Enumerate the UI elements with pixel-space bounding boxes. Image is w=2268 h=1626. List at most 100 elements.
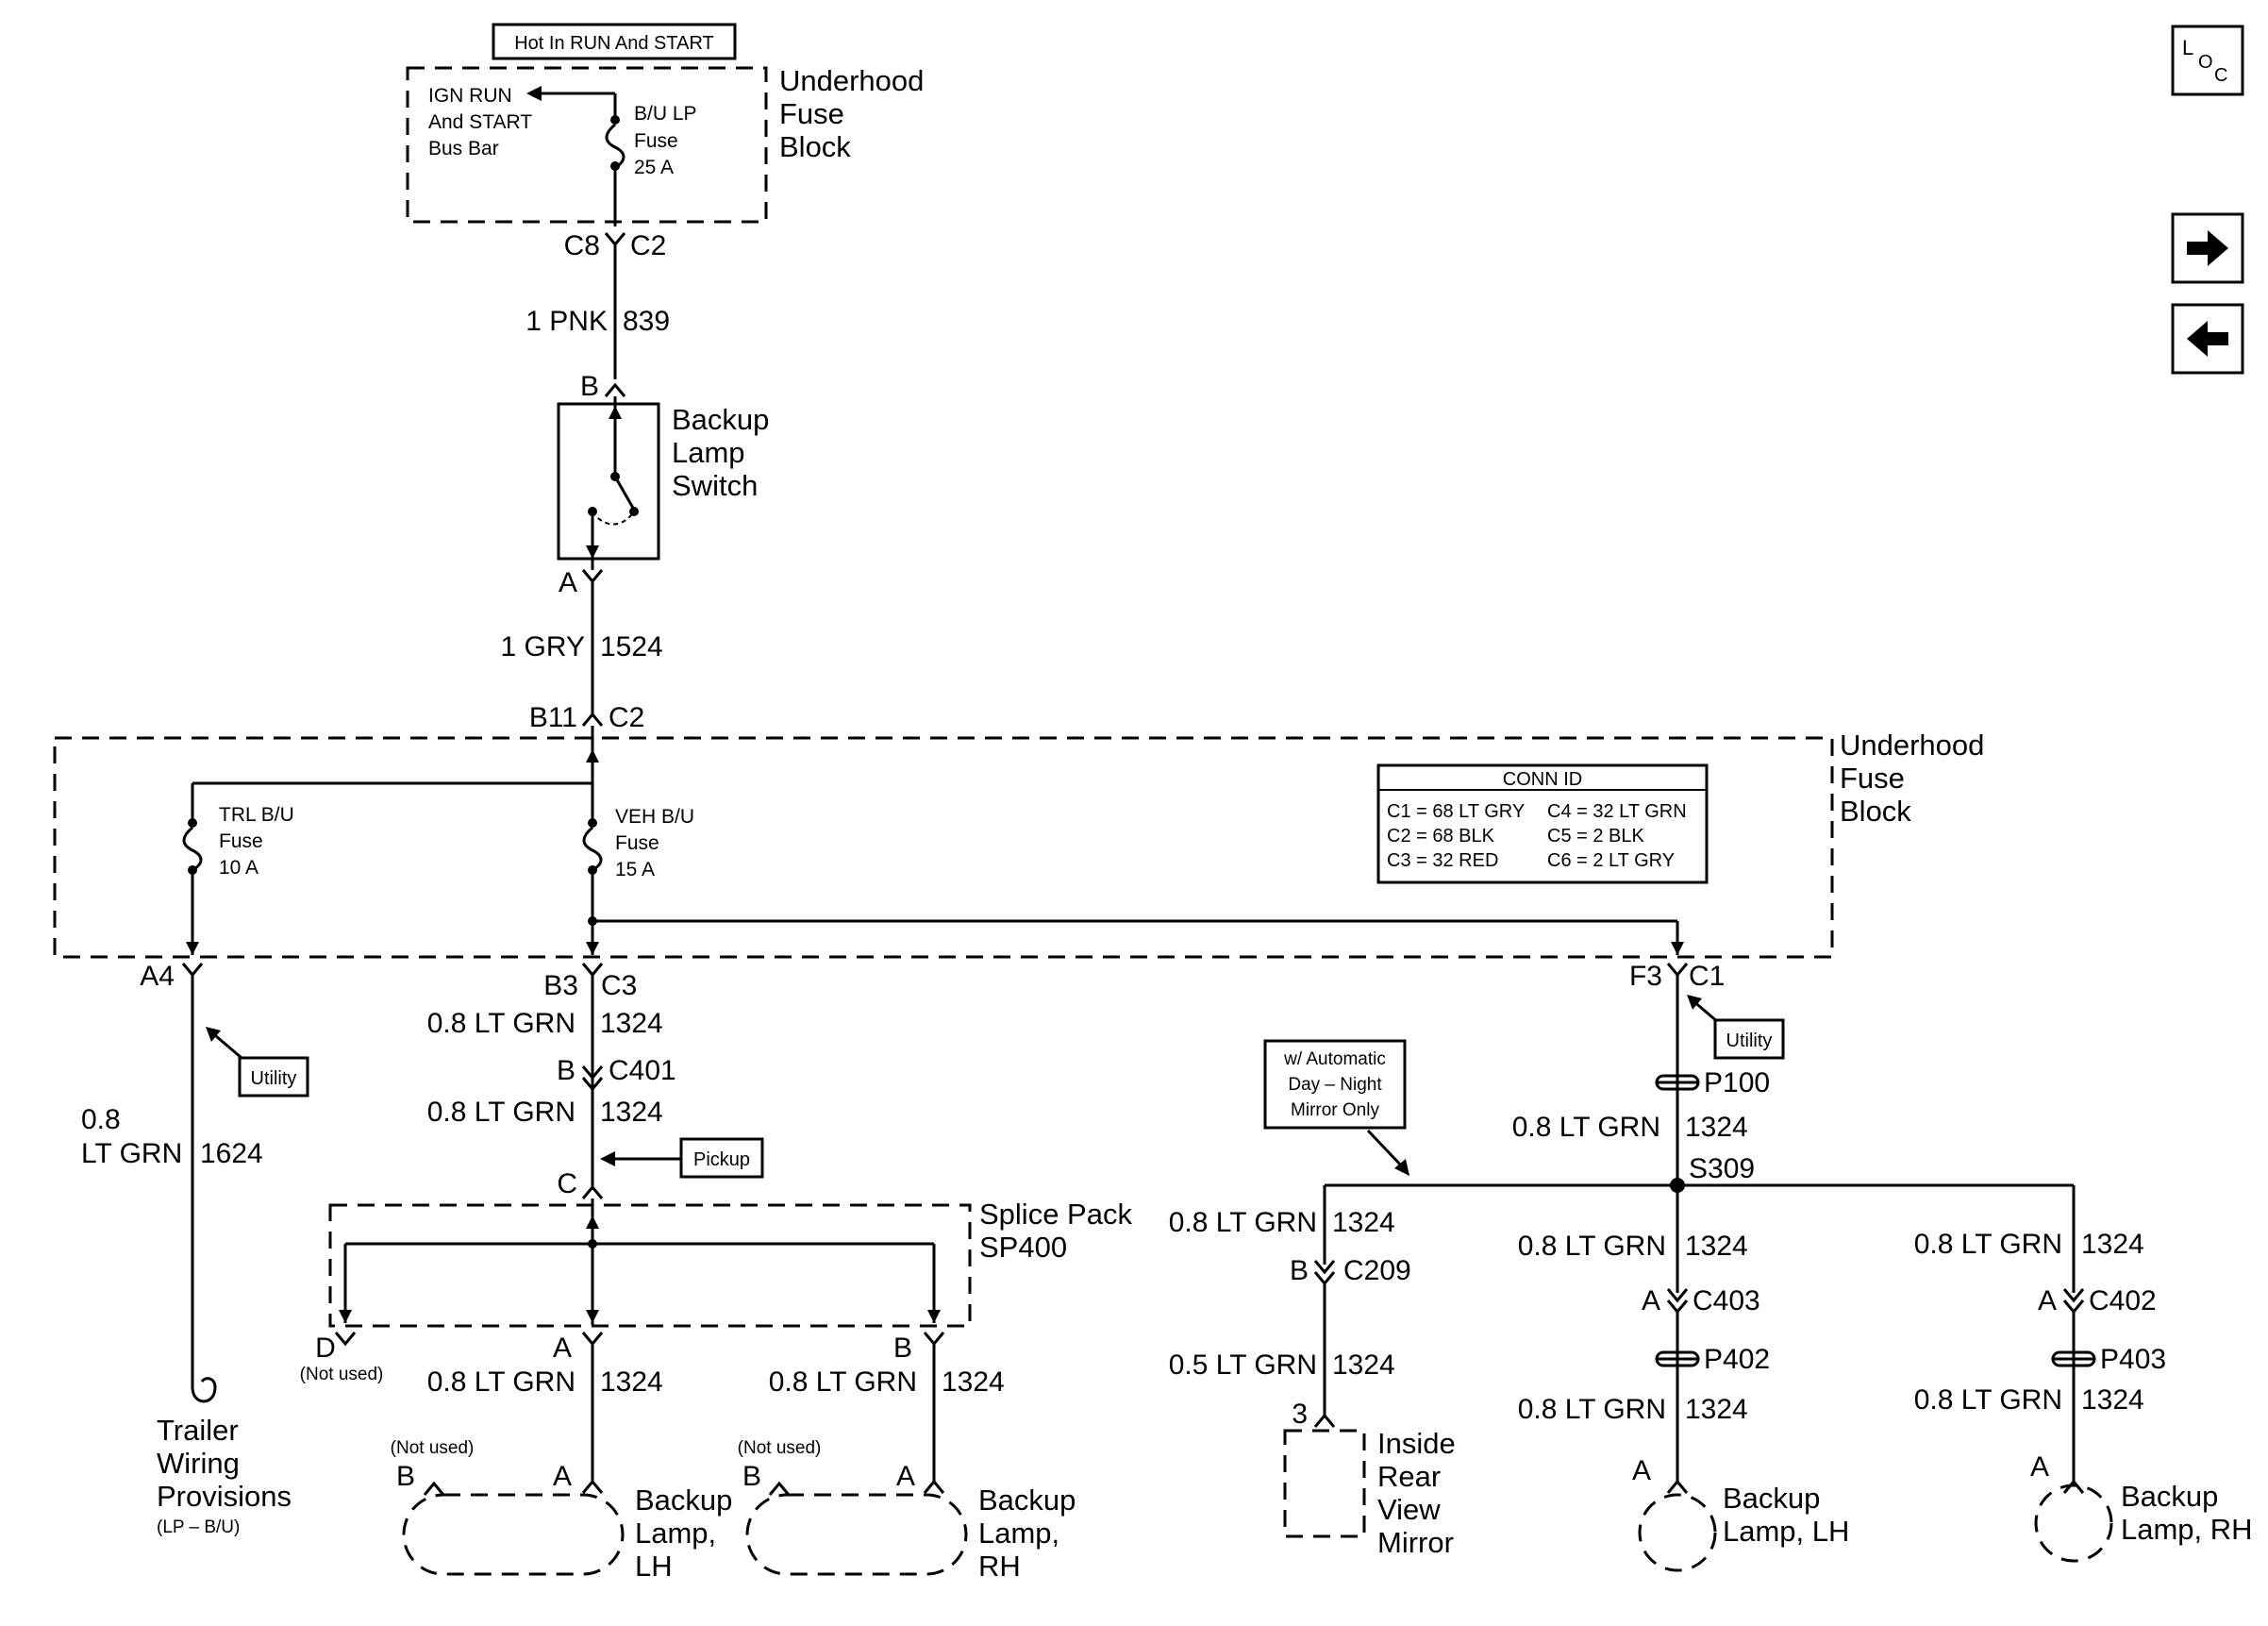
rlh-wire2-gauge: 0.8 LT GRN <box>1518 1394 1666 1425</box>
mirror-note-box <box>1263 1039 1407 1130</box>
previous-page-button[interactable] <box>2171 303 2244 375</box>
top-block-name-1: Underhood <box>779 64 924 97</box>
bus-bar-line-2: And START <box>428 111 532 133</box>
switch-box <box>557 402 660 561</box>
connector-icon <box>604 382 626 397</box>
trailer-wire-circuit: 1624 <box>200 1138 263 1169</box>
wire-1524-circuit: 1524 <box>600 631 663 662</box>
lamp-lh-name-3: LH <box>635 1550 673 1583</box>
mid-block-name-3: Block <box>1840 795 1911 828</box>
connector-icon <box>581 712 604 727</box>
trailer-name-3: Provisions <box>157 1480 292 1513</box>
conn-c2-mid: C2 <box>609 702 644 733</box>
hot-label: Hot In RUN And START <box>514 33 714 54</box>
connector-icon <box>581 1184 604 1199</box>
splice-pin-d: D <box>315 1333 336 1364</box>
splice-name-2: SP400 <box>979 1231 1067 1264</box>
connector-icon <box>768 1481 791 1496</box>
connector-icon <box>581 569 604 584</box>
splice-pin-a: A <box>553 1333 572 1364</box>
mirror-note-2: Day – Night <box>1288 1075 1382 1095</box>
rrh-wire1-gauge: 0.8 LT GRN <box>1914 1229 2062 1260</box>
connector-icon <box>1313 1260 1336 1275</box>
c403-label: C403 <box>1693 1285 1760 1316</box>
rlh-name-1: Backup <box>1723 1482 1820 1515</box>
lamp-rh-not-used: (Not used) <box>738 1438 822 1458</box>
connector-icon <box>1313 1413 1336 1428</box>
mirror-wire2-circuit: 1324 <box>1332 1349 1395 1381</box>
wire-839-circuit: 839 <box>623 306 670 337</box>
bu-lp-fuse-line-2: Fuse <box>634 130 678 152</box>
center-wire1-circuit: 1324 <box>600 1008 663 1039</box>
utility-label-right: Utility <box>1726 1031 1773 1051</box>
trailer-name-1: Trailer <box>157 1414 239 1447</box>
c209-label: C209 <box>1343 1255 1411 1286</box>
utility-tag <box>238 1056 309 1098</box>
right-branch: F3 C1 Utility P100 0.8 LT GRN 1324 S309 … <box>1169 961 2253 1572</box>
lamp-lh-pin-a: A <box>553 1461 572 1492</box>
switch-pin-a: A <box>559 567 577 598</box>
trailer-name-2: Wiring <box>157 1447 240 1480</box>
connector-icon <box>1666 1288 1689 1303</box>
mirror-wire1-gauge: 0.8 LT GRN <box>1169 1207 1317 1238</box>
mid-block-name-1: Underhood <box>1840 729 1984 762</box>
splice-pin-b: B <box>893 1333 912 1364</box>
lamp-lh-body <box>402 1493 625 1576</box>
center-wire2-circuit: 1324 <box>600 1097 663 1128</box>
lh-wire-gauge: 0.8 LT GRN <box>427 1366 575 1398</box>
backup-lamp-rh-right <box>2034 1484 2113 1563</box>
lh-wire-circuit: 1324 <box>600 1366 663 1398</box>
mirror-terminal: 3 <box>1292 1399 1308 1430</box>
right-pin-f3: F3 <box>1629 961 1662 992</box>
top-fuse-block-outline <box>406 66 768 224</box>
backup-lamp-lh: (Not used) B A Backup Lamp, LH <box>391 1438 733 1583</box>
trailer-branch: A4 Utility 0.8 LT GRN 1624 Trailer Wirin… <box>81 961 309 1537</box>
backup-lamp-lh-right <box>1638 1493 1717 1572</box>
mirror-name-1: Inside <box>1377 1427 1456 1460</box>
lamp-rh-pin-a: A <box>896 1461 915 1492</box>
conn-id-c5: C5 = 2 BLK <box>1547 826 1645 847</box>
top-block-name-3: Block <box>779 130 851 163</box>
rlh-wire1-gauge: 0.8 LT GRN <box>1518 1231 1666 1262</box>
backup-lamp-switch: B Backup Lamp Switch A <box>557 371 769 598</box>
hot-label-box <box>492 23 737 60</box>
center-wire2-gauge: 0.8 LT GRN <box>427 1097 575 1128</box>
lamp-lh-name-2: Lamp, <box>635 1517 716 1550</box>
arrow-left-icon <box>2187 321 2228 357</box>
switch-contact <box>613 476 636 511</box>
next-page-button[interactable] <box>2171 212 2244 284</box>
wire-1524-gauge: 1 GRY <box>501 631 586 662</box>
trailer-pin-a4: A4 <box>140 961 175 992</box>
pointer-arrow-icon <box>1394 1159 1409 1176</box>
connector-icon <box>923 1479 945 1494</box>
bu-lp-fuse-line-1: B/U LP <box>634 103 697 125</box>
right-pin-c1: C1 <box>1689 961 1725 992</box>
c402-pin: A <box>2038 1285 2057 1316</box>
connector-icon <box>581 1065 604 1081</box>
splice-name-1: Splice Pack <box>979 1198 1132 1231</box>
location-button[interactable]: L O C <box>2171 25 2244 96</box>
wire-839-gauge: 1 PNK <box>525 306 608 337</box>
top-fuse-block: Hot In RUN And START IGN RUN And START B… <box>406 23 924 379</box>
center-wire1-gauge: 0.8 LT GRN <box>427 1008 575 1039</box>
mirror-name-4: Mirror <box>1377 1526 1454 1559</box>
wire-terminal-hook-icon <box>191 1377 217 1403</box>
utility-tag-right <box>1713 1018 1785 1060</box>
pickup-label: Pickup <box>693 1149 750 1170</box>
p403-label: P403 <box>2100 1344 2166 1375</box>
svg-text:O: O <box>2198 52 2213 73</box>
veh-fuse-line-2: Fuse <box>615 832 659 854</box>
rlh-lamp-pin: A <box>1632 1455 1651 1486</box>
rh-wire-circuit: 1324 <box>942 1366 1005 1398</box>
bu-lp-fuse-line-3: 25 A <box>634 157 674 178</box>
connector-icon <box>334 1332 357 1347</box>
switch-name-1: Backup <box>672 403 769 436</box>
connector-icon <box>923 1332 945 1347</box>
switch-pin-b: B <box>580 371 599 402</box>
connector-icon <box>581 1479 604 1494</box>
utility-label-left: Utility <box>251 1068 297 1089</box>
mid-block-name-2: Fuse <box>1840 762 1905 795</box>
rrh-name-1: Backup <box>2121 1480 2218 1513</box>
